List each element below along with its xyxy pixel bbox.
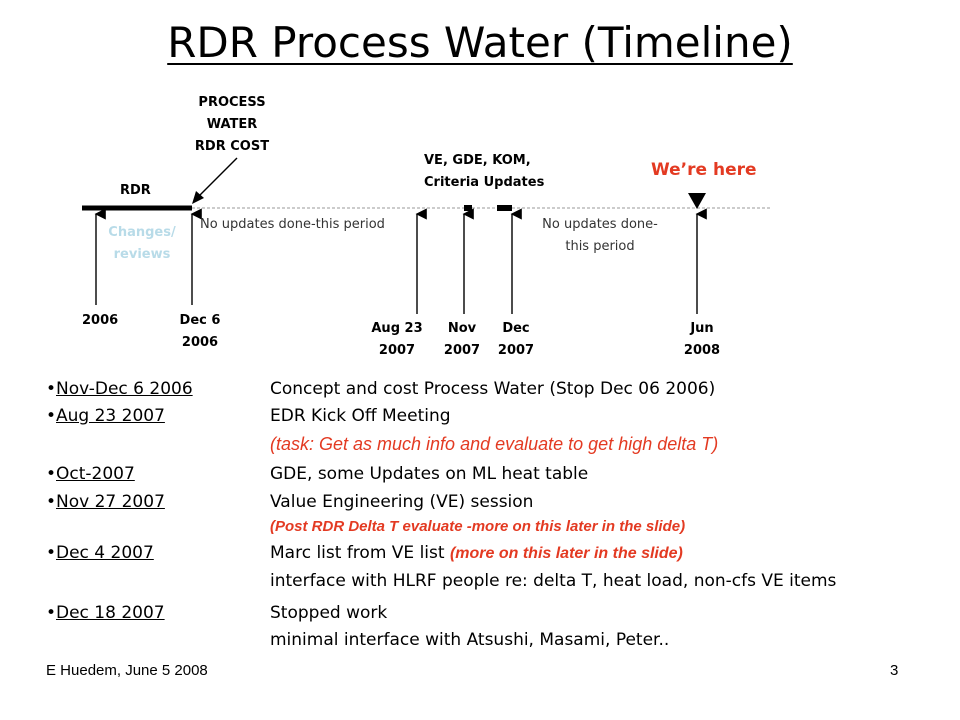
page-number: 3 [890, 662, 899, 679]
date-2006: 2006 [82, 313, 119, 328]
entry-text: Value Engineering (VE) session [270, 492, 534, 512]
process-water-arrow [197, 157, 238, 198]
list-item: •Dec 4 2007 [46, 543, 154, 563]
date-jun-2008: Jun 2008 [683, 321, 721, 358]
entry-subtext: interface with HLRF people re: delta T, … [270, 571, 837, 591]
entry-text: GDE, some Updates on ML heat table [270, 464, 589, 484]
timeline-graphic [82, 157, 770, 314]
date-nov-2007: Nov 2007 [443, 321, 481, 358]
list-item: •Dec 18 2007 [46, 603, 165, 623]
were-here-marker [688, 193, 706, 209]
date-dec-2007: Dec 2007 [497, 321, 535, 358]
entry-text: Concept and cost Process Water (Stop Dec… [270, 379, 716, 399]
changes-reviews-note: Changes/ reviews [108, 225, 176, 262]
list-item: •Aug 23 2007 [46, 406, 165, 426]
rdr-label: RDR [120, 183, 151, 198]
no-updates-note-2: No updates done- this period [542, 217, 658, 254]
entry-subtext: (task: Get as much info and evaluate to … [270, 434, 719, 454]
dec-marker [497, 205, 512, 211]
ve-gde-kom-label: VE, GDE, KOM, Criteria Updates [424, 153, 545, 190]
process-water-label: PROCESS WATER RDR COST [194, 95, 270, 154]
list-item: •Nov-Dec 6 2006 [46, 379, 193, 399]
date-dec6-2006: Dec 6 2006 [179, 313, 221, 350]
footer-author-date: E Huedem, June 5 2008 [46, 662, 208, 679]
were-here-label: We’re here [651, 160, 757, 180]
nov-marker [464, 205, 472, 211]
entry-subtext: minimal interface with Atsushi, Masami, … [270, 630, 670, 650]
no-updates-note-1: No updates done-this period [200, 217, 385, 232]
date-aug23-2007: Aug 23 2007 [371, 321, 423, 358]
list-item: •Nov 27 2007 [46, 492, 165, 512]
page-title: RDR Process Water (Timeline) [167, 18, 793, 67]
entry-subtext: (Post RDR Delta T evaluate -more on this… [270, 518, 686, 535]
entry-text: Marc list from VE list (more on this lat… [270, 543, 683, 563]
process-water-arrowhead [192, 191, 204, 204]
entry-text: EDR Kick Off Meeting [270, 406, 451, 426]
list-item: •Oct-2007 [46, 464, 135, 484]
entry-inline-red: (more on this later in the slide) [449, 545, 683, 562]
entry-text: Stopped work [270, 603, 388, 623]
